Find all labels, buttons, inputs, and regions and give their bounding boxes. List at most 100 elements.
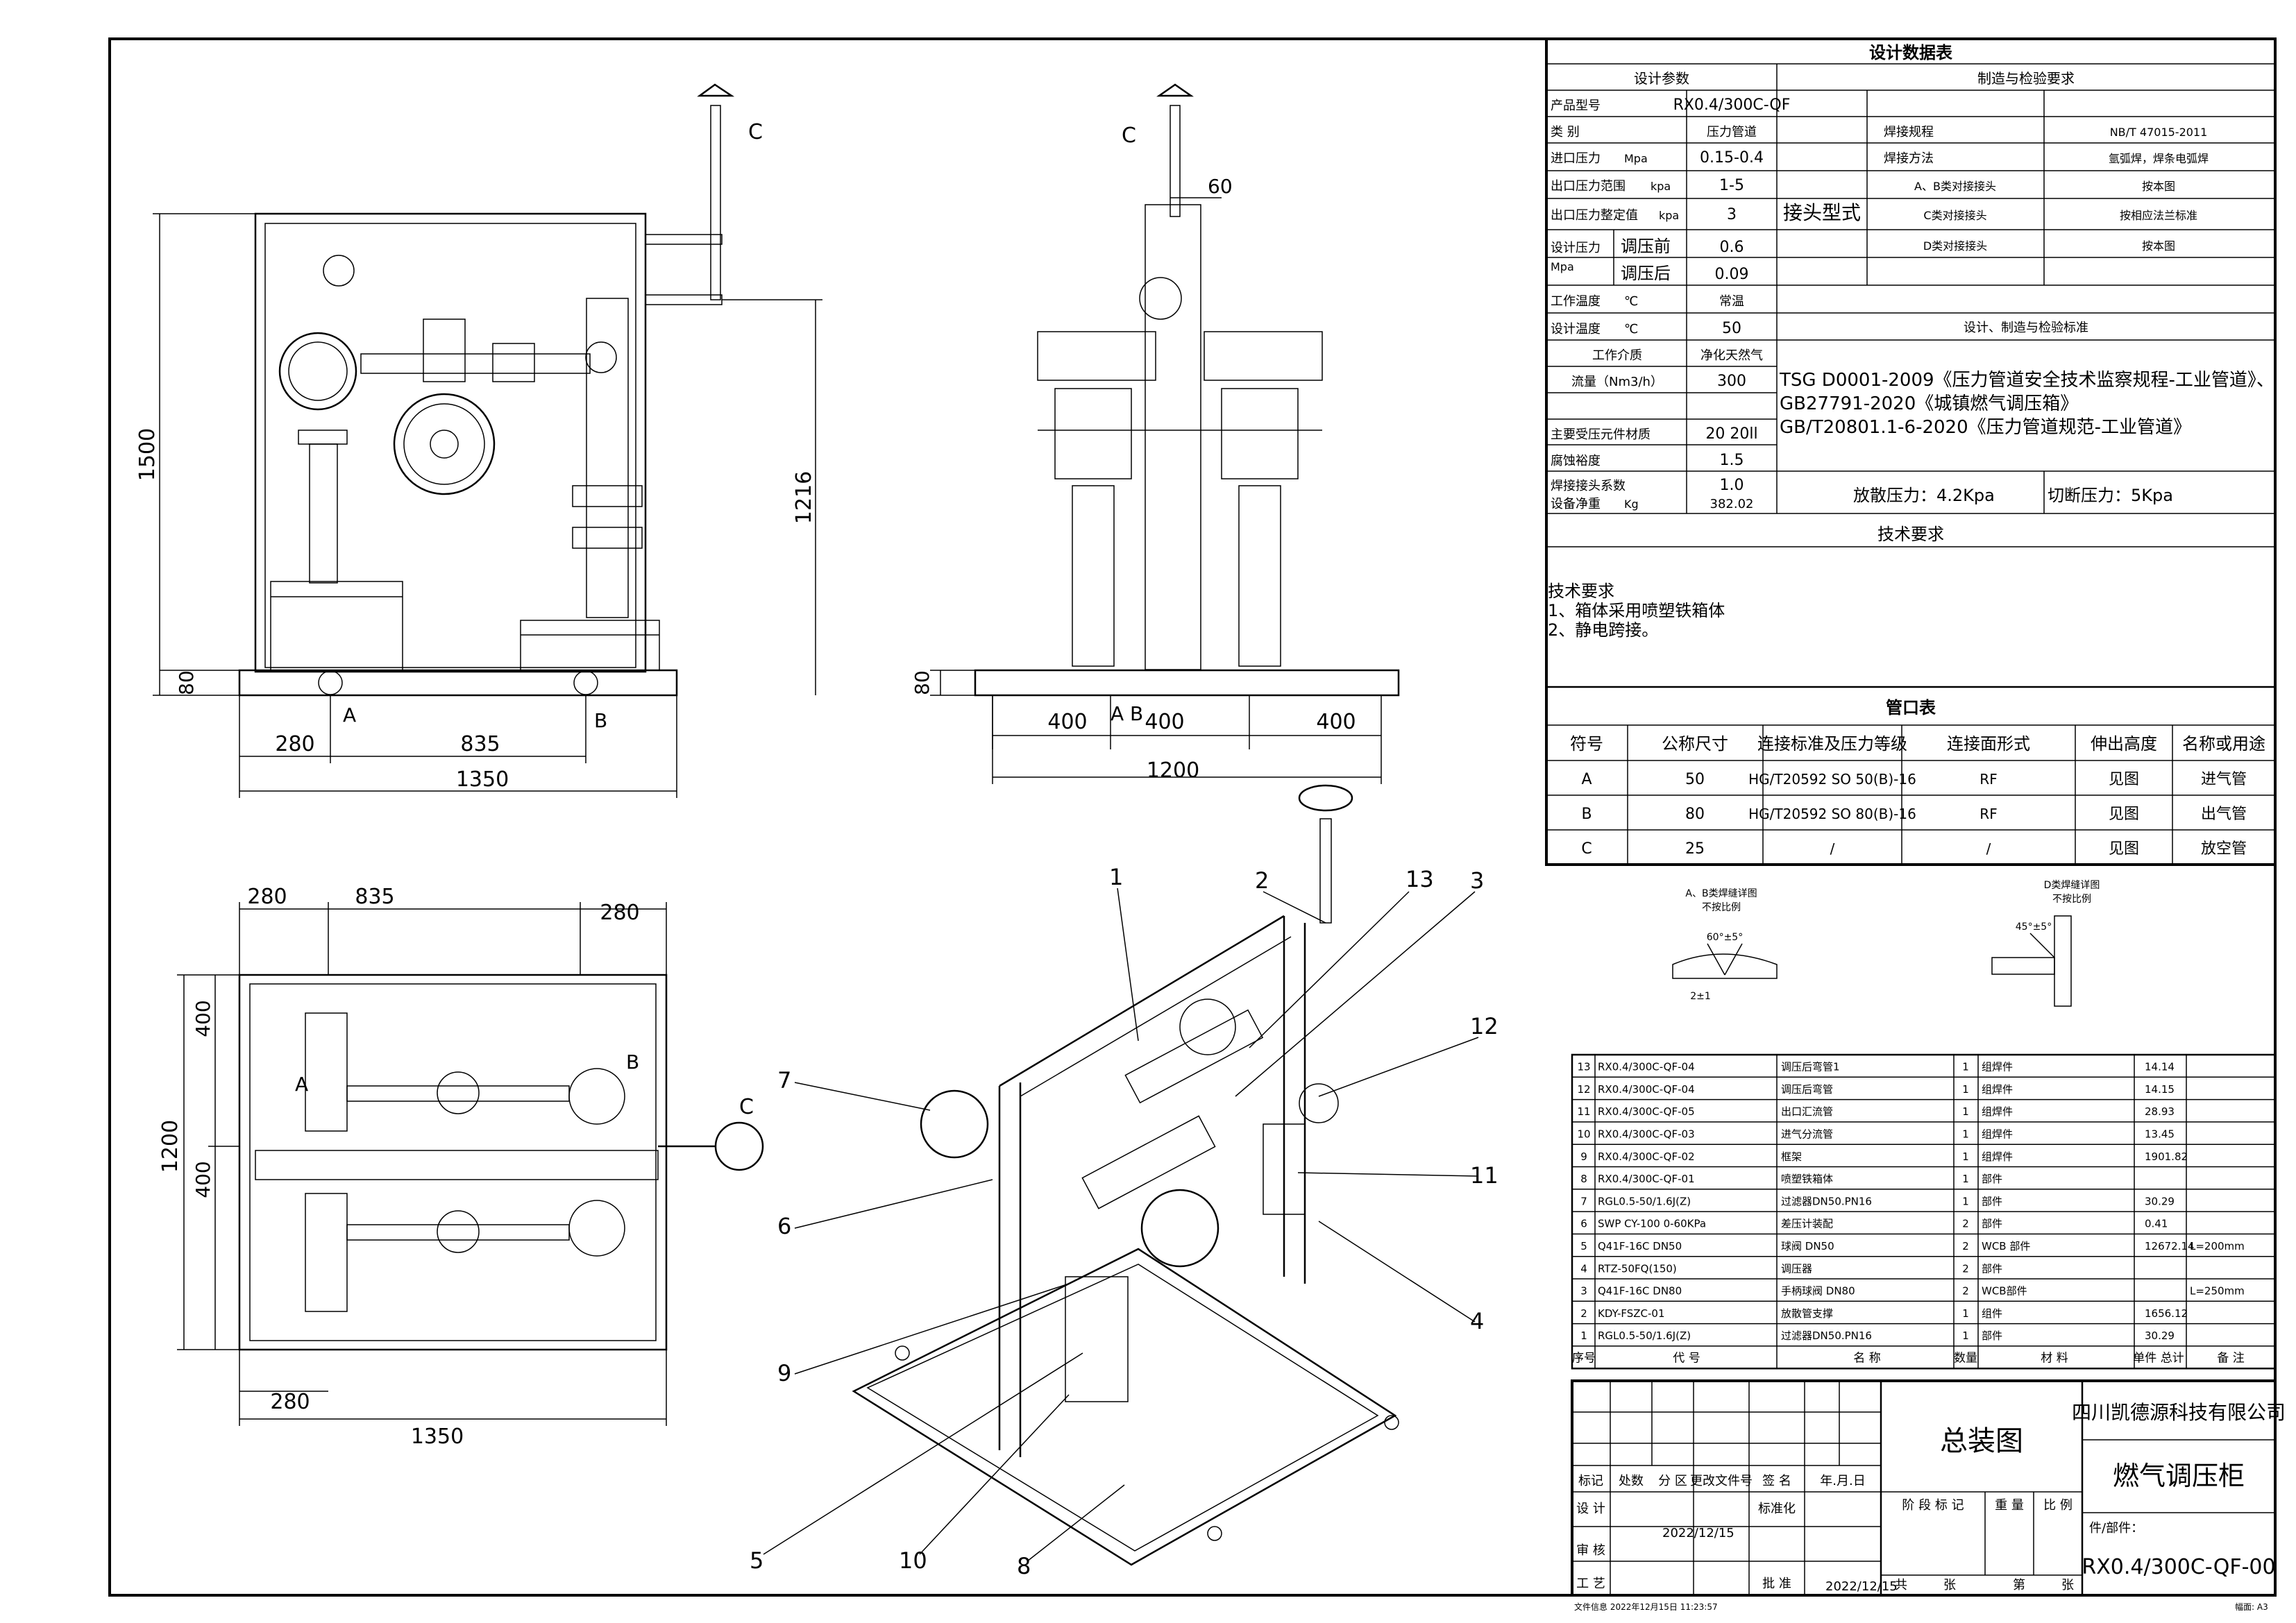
bom-cell: 1	[1580, 1329, 1587, 1342]
tb-stage: 阶 段 标 记	[1902, 1498, 1964, 1513]
dim-plan-h: 1200	[158, 1120, 183, 1173]
pipe-cell: B	[1581, 806, 1592, 823]
marker-ab-side: A B	[1111, 702, 1143, 725]
pipe-cell: HG/T20592 SO 80(B)-16	[1748, 806, 1916, 822]
design-table-title: 设计数据表	[1869, 43, 1953, 62]
tb-process: 工 艺	[1576, 1577, 1605, 1591]
bom-cell: RX0.4/300C-QF-04	[1598, 1061, 1695, 1073]
tb-total: 共	[1895, 1578, 1907, 1592]
bom-cell: 1	[1962, 1150, 1969, 1163]
bom-cell: 12	[1577, 1083, 1590, 1096]
bom-cell: 10	[1577, 1128, 1590, 1141]
tb-approve: 批 准	[1762, 1577, 1791, 1591]
bom-cell: 1	[1962, 1173, 1969, 1185]
bom-cell: 部件	[1982, 1173, 2002, 1185]
tb-sheet: 张	[1943, 1578, 1956, 1592]
bom-cell: 3	[1580, 1285, 1587, 1298]
joint-c-value: 按相应法兰标准	[2120, 209, 2197, 222]
bom-cell: 球阀 DN50	[1781, 1240, 1834, 1252]
balloon-2: 2	[1255, 867, 1269, 894]
bom-cell: RGL0.5-50/1.6J(Z)	[1598, 1195, 1691, 1207]
balloon-7: 7	[777, 1067, 791, 1094]
tb-date2: 2022/12/15	[1825, 1579, 1898, 1594]
tb-standardize: 标准化	[1758, 1502, 1796, 1516]
bom-cell: Q41F-16C DN80	[1598, 1285, 1682, 1298]
bom-cell: 1	[1962, 1083, 1969, 1096]
dim-side-base: 80	[911, 670, 934, 695]
side-view: 80 400 400 400 1200 60 A B C	[911, 83, 1400, 784]
bom-cell: RTZ-50FQ(150)	[1598, 1262, 1677, 1275]
company-name: 四川凯德源科技有限公司	[2072, 1401, 2286, 1424]
pipe-header: 连接面形式	[1947, 734, 2030, 754]
design-row-value: 1.0	[1720, 477, 1744, 494]
design-row-unit: Mpa	[1551, 260, 1574, 273]
design-row-value: 常温	[1719, 294, 1744, 309]
drawing-frame	[108, 37, 2277, 1597]
bom-cell: 13.45	[2145, 1128, 2175, 1141]
marker-c-front: C	[748, 120, 763, 144]
design-row-value: 0.09	[1715, 266, 1749, 283]
design-row-label: 出口压力整定值	[1551, 208, 1638, 223]
bom-cell: 调压后弯管1	[1781, 1061, 1840, 1073]
tb-review: 审 核	[1576, 1543, 1605, 1558]
dim-plan-w2: 835	[355, 885, 394, 909]
design-row-label: 焊接接头系数	[1551, 479, 1626, 493]
design-table-header-right: 制造与检验要求	[1977, 70, 2075, 87]
pipe-cell: A	[1581, 771, 1592, 788]
bom-cell: 28.93	[2145, 1105, 2175, 1118]
weld-left-title: A、B类焊缝详图	[1685, 888, 1757, 899]
design-row-value: 0.6	[1720, 239, 1744, 256]
balloon-5: 5	[750, 1547, 763, 1574]
bom-header: 名 称	[1853, 1352, 1880, 1366]
dim-plan-w: 1350	[411, 1425, 464, 1449]
balloon-13: 13	[1406, 866, 1434, 892]
bom-cell: 过滤器DN50.PN16	[1781, 1195, 1872, 1207]
balloon-4: 4	[1470, 1308, 1484, 1334]
bom-cell: 1656.12	[2145, 1307, 2188, 1320]
bom-cell: 1	[1962, 1195, 1969, 1207]
joint-c-label: C类对接接头	[1923, 209, 1986, 222]
welding-method-value: 氩弧焊，焊条电弧焊	[2109, 152, 2209, 165]
design-row-label: 工作温度	[1551, 294, 1601, 309]
balloon-9: 9	[777, 1360, 791, 1386]
bom-cell: RX0.4/300C-QF-05	[1598, 1105, 1695, 1118]
dim-front-base: 80	[175, 670, 198, 695]
weld-left-scale: 不按比例	[1702, 902, 1741, 913]
bom-cell: 11	[1577, 1105, 1590, 1118]
bom-cell: SWP CY-100 0-60KPa	[1598, 1218, 1706, 1230]
joint-d-value: 按本图	[2142, 239, 2175, 253]
joint-ab-label: A、B类对接接头	[1914, 180, 1996, 193]
design-data-table: 设计数据表 设计参数 制造与检验要求 产品型号 RX0.4/300C-QF 类 …	[1545, 37, 2277, 866]
design-row-label: 流量（Nm3/h）	[1571, 375, 1663, 389]
bom-cell: 14.14	[2145, 1061, 2175, 1073]
bom-cell: 8	[1580, 1173, 1587, 1185]
bom-cell: 部件	[1982, 1218, 2002, 1230]
design-row-label: 设备净重	[1551, 497, 1601, 511]
tb-date: 年.月.日	[1820, 1474, 1865, 1488]
pipe-cell: 出气管	[2201, 806, 2247, 823]
dim-front-height2: 1216	[792, 471, 816, 524]
welding-rule-value: NB/T 47015-2011	[2110, 126, 2208, 139]
bom-header: 数量	[1954, 1352, 1977, 1366]
design-row-label: 工作介质	[1592, 348, 1642, 363]
bom-cell: WCB 部件	[1982, 1240, 2030, 1252]
joint-ab-value: 按本图	[2142, 180, 2175, 193]
standard-line: GB27791-2020《城镇燃气调压箱》	[1780, 393, 2078, 414]
pipe-cell: /	[1986, 840, 1991, 857]
design-row-value: 300	[1717, 373, 1746, 390]
tb-date1: 2022/12/15	[1662, 1526, 1734, 1540]
tb-change-doc: 更改文件号	[1690, 1474, 1753, 1488]
weld-right-angle: 45°±5°	[2016, 921, 2052, 933]
design-row-label: 设计温度	[1551, 322, 1601, 337]
bom-cell: 调压器	[1781, 1262, 1812, 1275]
design-row-unit: ℃	[1624, 322, 1638, 337]
drawing-name: 总装图	[1940, 1425, 2023, 1457]
pipe-cell: 放空管	[2201, 840, 2247, 858]
bom-cell: 1	[1962, 1329, 1969, 1342]
bom-cell: 1	[1962, 1105, 1969, 1118]
pipe-cell: 25	[1685, 840, 1705, 858]
tb-count: 处数	[1619, 1474, 1644, 1488]
front-view: 1500 1216 80 280 835 1350 A B C	[135, 83, 822, 798]
bom-cell: 组焊件	[1982, 1061, 2013, 1073]
marker-a-plan: A	[295, 1073, 308, 1096]
